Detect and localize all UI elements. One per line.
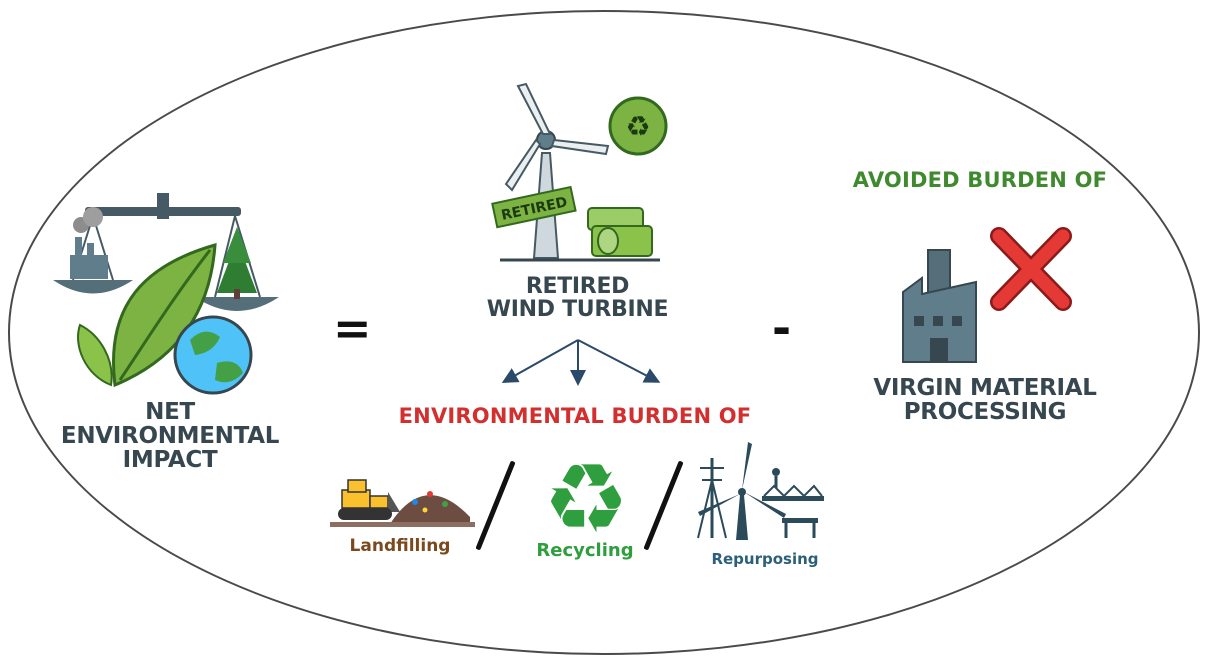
- retired-wind-turbine-label: RETIRED WIND TURBINE: [470, 275, 685, 321]
- turbine-line1: RETIRED: [470, 275, 685, 298]
- virgin-material-processing-label: VIRGIN MATERIAL PROCESSING: [860, 376, 1110, 424]
- net-environmental-impact-label: NET ENVIRONMENTAL IMPACT: [40, 400, 300, 472]
- avoided-burden-title: AVOIDED BURDEN OF: [830, 169, 1130, 191]
- retired-wind-turbine-icon: RETIRED ♻: [480, 78, 680, 268]
- landfill-bulldozer-icon: [330, 462, 475, 534]
- repurposing-icon: [690, 440, 830, 545]
- net-impact-line1: NET ENVIRONMENTAL: [40, 400, 300, 448]
- net-impact-line2: IMPACT: [40, 448, 300, 472]
- virgin-line2: PROCESSING: [860, 400, 1110, 424]
- option-repurposing: Repurposing: [690, 550, 840, 568]
- svg-text:♻: ♻: [543, 443, 629, 555]
- minus-operator: -: [772, 305, 791, 351]
- virgin-line1: VIRGIN MATERIAL: [860, 376, 1110, 400]
- balance-scale-icon: [45, 185, 300, 400]
- recycling-icon: ♻: [538, 452, 634, 542]
- branch-arrows: [495, 335, 665, 390]
- option-landfilling: Landfilling: [335, 536, 465, 556]
- cross-mark-icon: [985, 224, 1077, 314]
- option-recycling: Recycling: [520, 540, 650, 561]
- turbine-line2: WIND TURBINE: [470, 298, 685, 321]
- environmental-burden-title: ENVIRONMENTAL BURDEN OF: [380, 405, 770, 427]
- factory-icon: [900, 242, 980, 364]
- svg-text:♻: ♻: [625, 110, 650, 143]
- equals-operator: =: [333, 305, 372, 351]
